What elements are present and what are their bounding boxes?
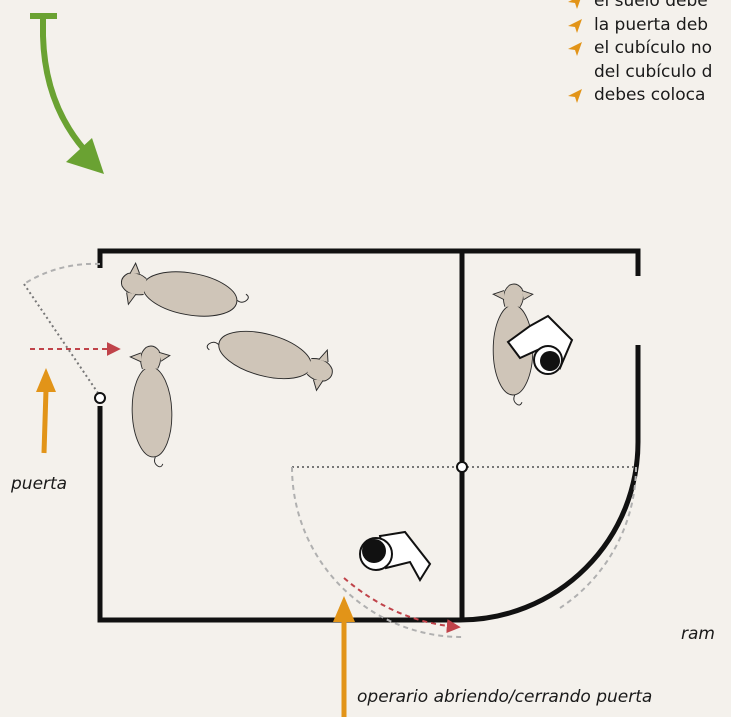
instruction-item: el suelo debe (566, 0, 712, 14)
instruction-text: la puerta deb (594, 14, 709, 35)
sheep-icon (117, 260, 252, 326)
bullet-arrow-icon (568, 89, 582, 103)
instruction-item: debes coloca (566, 84, 712, 108)
ramp-label: ram (681, 624, 715, 644)
sheep-icon (129, 344, 175, 469)
operator-icon (359, 530, 432, 582)
instruction-text: el cubículo no (594, 38, 713, 58)
middle-door-swing (291, 461, 637, 638)
operator-icon (506, 314, 574, 375)
door-label: puerta (11, 474, 68, 494)
bullet-arrow-icon (568, 42, 582, 56)
puerta-arrow (36, 368, 56, 454)
operario-arrow (333, 596, 355, 717)
operator-label: operario abriendo/cerrando puerta (357, 687, 653, 707)
instruction-text: debes coloca (594, 85, 706, 105)
instruction-text: el suelo debe (594, 0, 708, 11)
instruction-text-continued: del cubículo d (594, 61, 713, 82)
pen-walls (97, 248, 641, 623)
instruction-item: la puerta deb (566, 14, 712, 38)
instructions-list: el suelo debe la puerta deb el cubículo … (566, 0, 712, 108)
instruction-item: el cubículo no del cubículo d (566, 37, 712, 84)
entry-arrow (30, 13, 104, 174)
sheep-icon (203, 319, 339, 394)
bullet-arrow-icon (568, 0, 581, 9)
side-door-swing (23, 262, 121, 404)
bullet-arrow-icon (568, 18, 582, 33)
